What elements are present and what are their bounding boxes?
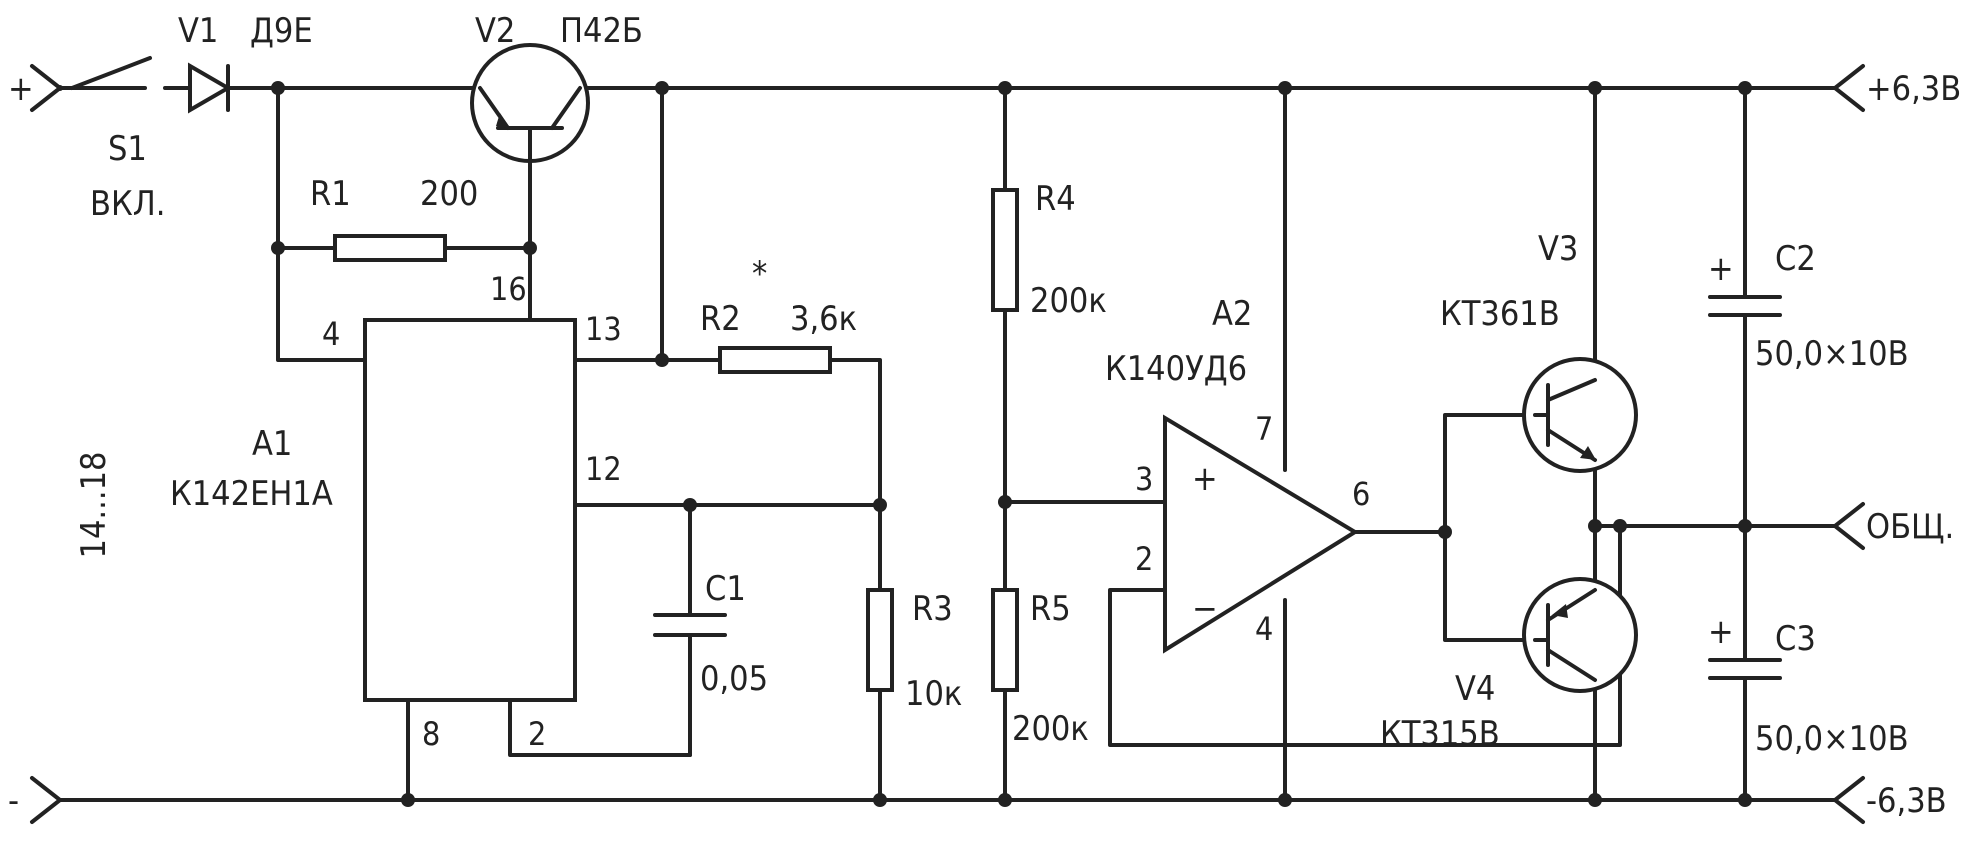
input-pos-terminal [30, 64, 62, 112]
capacitor-C2: + С2 50,0×10В [1708, 239, 1909, 374]
C3-polarity: + [1708, 612, 1734, 652]
out-pos-label: +6,3В [1866, 69, 1961, 109]
out-neg-label: -6,3В [1866, 781, 1947, 821]
R4-ref: R4 [1035, 179, 1076, 219]
A1-pin-16: 16 [490, 270, 527, 308]
out-com-terminal [1833, 502, 1865, 550]
A2-pin-6: 6 [1352, 475, 1370, 513]
transistor-V2: V2 П42Б [470, 11, 643, 163]
R4-value: 200к [1030, 281, 1107, 321]
switch-S1: S1 ВКЛ. [57, 56, 165, 224]
input-pos-label: + [8, 69, 34, 109]
R2-mark: * [752, 254, 767, 294]
R3-value: 10к [905, 674, 962, 714]
V3-type: КТ361В [1440, 294, 1560, 334]
A1-pin-12: 12 [585, 450, 622, 488]
ic-A1: А1 К142ЕН1А 4 16 13 12 8 2 [170, 270, 622, 753]
resistor-R3: R3 10к [866, 588, 962, 714]
A2-pin-7: 7 [1255, 410, 1273, 448]
resistor-R2: R2 * 3,6к [700, 254, 857, 374]
A2-pin-2: 2 [1135, 540, 1153, 578]
C3-ref: С3 [1775, 619, 1816, 659]
input-neg-label: - [8, 781, 19, 821]
S1-label: ВКЛ. [90, 184, 165, 224]
V1-type: Д9Е [250, 11, 313, 51]
transistor-V4: V4 КТ315В [1380, 577, 1638, 754]
V2-type: П42Б [560, 11, 643, 51]
A2-pin-4: 4 [1255, 610, 1273, 648]
C2-ref: С2 [1775, 239, 1816, 279]
V4-type: КТ315В [1380, 714, 1500, 754]
A1-type: К142ЕН1А [170, 474, 333, 514]
A1-pin-13: 13 [585, 310, 622, 348]
A2-plus: + [1192, 459, 1218, 499]
A2-minus: − [1192, 589, 1218, 629]
A1-pin-4: 4 [322, 315, 340, 353]
out-com-label: ОБЩ. [1866, 507, 1954, 547]
resistor-R4: R4 200к [991, 179, 1107, 321]
opamp-A2: А2 К140УД6 + − 3 2 7 4 6 [1105, 294, 1370, 654]
terminals: + - +6,3В ОБЩ. -6,3В [8, 64, 1961, 824]
V2-ref: V2 [475, 11, 515, 51]
R2-ref: R2 [700, 299, 741, 339]
input-range-label: 14...18 [74, 452, 114, 559]
transistor-V3: V3 КТ361В [1440, 229, 1638, 473]
A1-pin-2: 2 [528, 715, 546, 753]
V1-ref: V1 [178, 11, 218, 51]
R1-value: 200 [420, 174, 478, 214]
A2-ref: А2 [1212, 294, 1252, 334]
C1-ref: С1 [705, 569, 746, 609]
R5-ref: R5 [1030, 589, 1071, 629]
C1-value: 0,05 [700, 659, 768, 699]
C2-value: 50,0×10В [1755, 334, 1909, 374]
S1-ref: S1 [108, 129, 147, 169]
V4-ref: V4 [1455, 669, 1495, 709]
C2-polarity: + [1708, 249, 1734, 289]
R5-value: 200к [1012, 709, 1089, 749]
A1-ref: А1 [252, 424, 292, 464]
out-neg-terminal [1833, 776, 1865, 824]
input-neg-terminal [30, 776, 62, 824]
resistor-R1: R1 200 [310, 174, 478, 262]
A2-type: К140УД6 [1105, 349, 1247, 389]
R2-value: 3,6к [790, 299, 857, 339]
A2-pin-3: 3 [1135, 460, 1153, 498]
junctions [271, 81, 1752, 807]
R1-ref: R1 [310, 174, 351, 214]
out-pos-terminal [1833, 64, 1865, 112]
diode-V1: V1 Д9Е [178, 11, 313, 114]
capacitor-C1: С1 0,05 [653, 569, 768, 699]
R3-ref: R3 [912, 589, 953, 629]
V3-ref: V3 [1538, 229, 1578, 269]
A1-pin-8: 8 [422, 715, 440, 753]
resistor-R5: R5 200к [991, 588, 1089, 749]
capacitor-C3: + С3 50,0×10В [1708, 612, 1909, 759]
C3-value: 50,0×10В [1755, 719, 1909, 759]
